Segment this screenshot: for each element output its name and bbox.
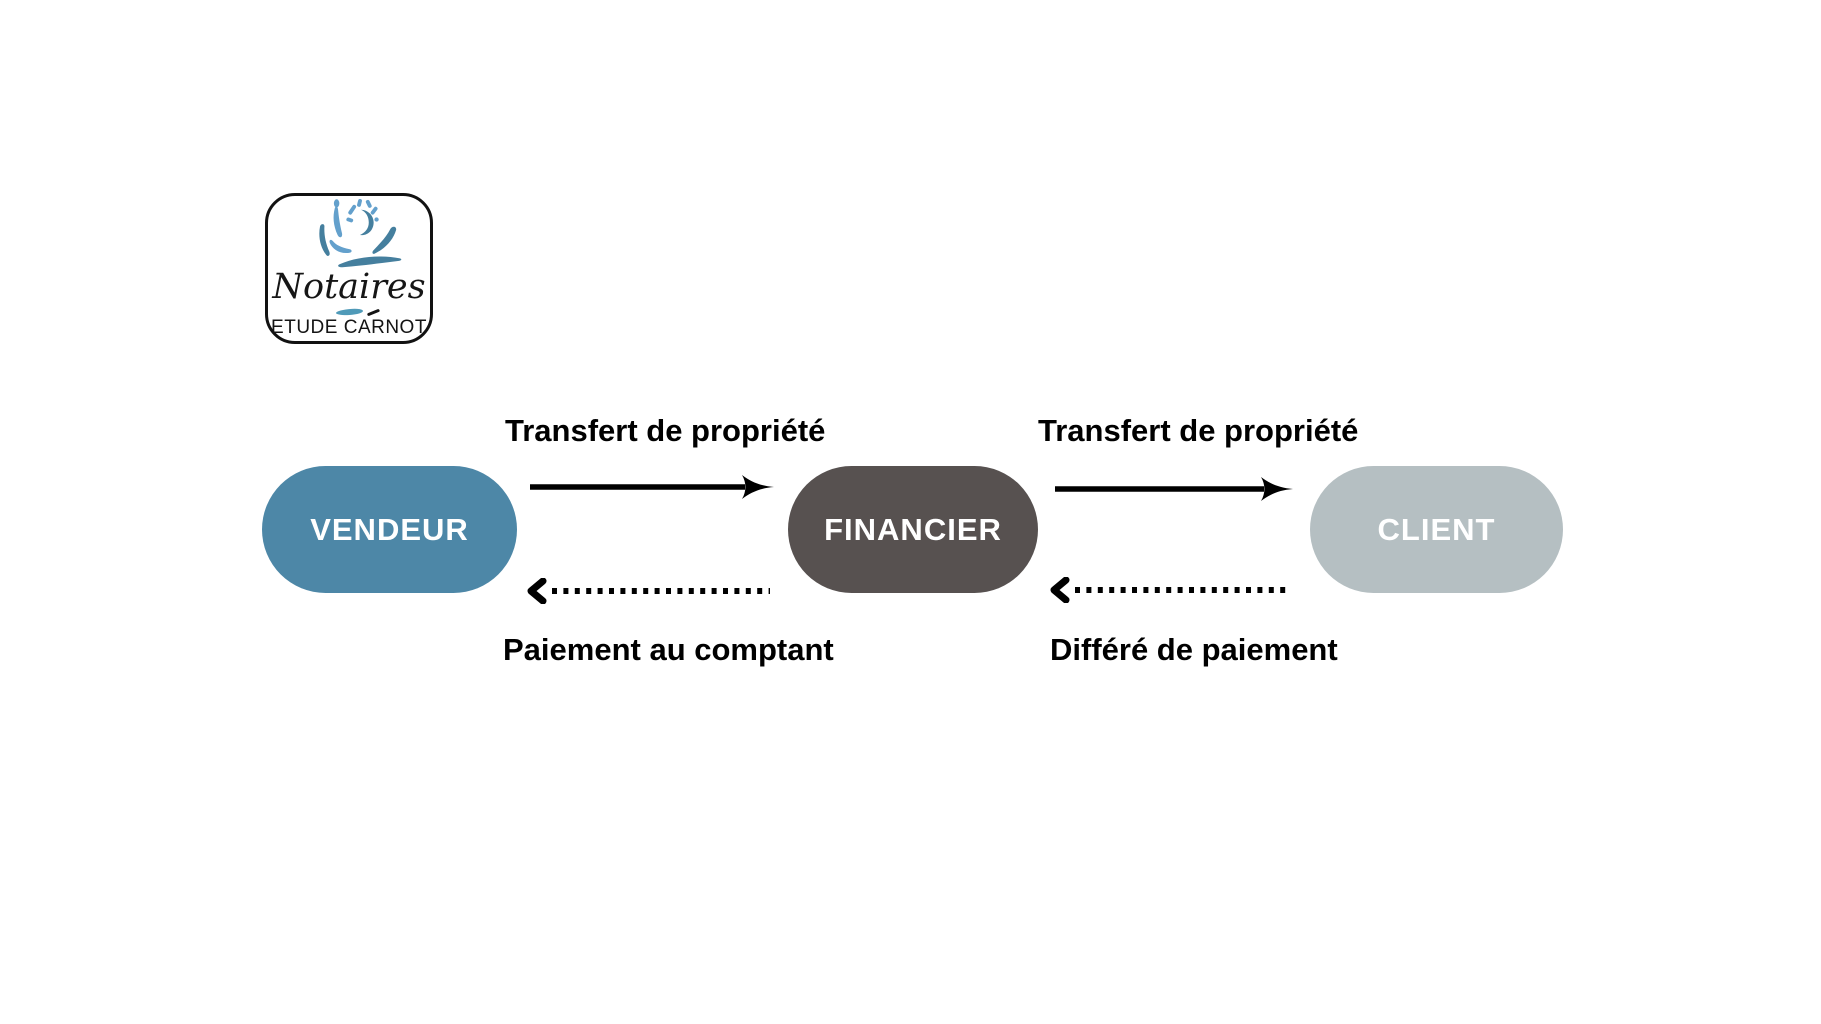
solid-arrow-vendeur-to-financier <box>530 475 774 499</box>
logo-dash-icon <box>335 308 364 316</box>
node-financier-label: FINANCIER <box>824 511 1002 547</box>
node-client: CLIENT <box>1310 466 1563 593</box>
node-vendeur: VENDEUR <box>262 466 517 593</box>
edge-label-differe-de-paiement: Différé de paiement <box>1050 632 1338 667</box>
solid-arrow-financier-to-client <box>1055 477 1293 501</box>
logo-title: Notaires <box>272 267 426 307</box>
logo-accent-mark <box>366 308 381 317</box>
edge-label-paiement-au-comptant: Paiement au comptant <box>503 632 834 667</box>
node-vendeur-label: VENDEUR <box>310 511 469 547</box>
dotted-arrow-financier-to-vendeur <box>527 578 770 604</box>
edge-label-transfert-vendeur-financier: Transfert de propriété <box>505 413 826 448</box>
edge-label-transfert-financier-client: Transfert de propriété <box>1038 413 1359 448</box>
notaires-figure-icon <box>319 199 402 268</box>
logo-subtitle: ETUDE CARNOT <box>271 317 427 338</box>
node-client-label: CLIENT <box>1377 511 1496 547</box>
notaires-logo-card: Notaires ETUDE CARNOT <box>265 193 433 344</box>
node-financier: FINANCIER <box>788 466 1038 593</box>
dotted-arrow-client-to-financier <box>1050 577 1289 603</box>
